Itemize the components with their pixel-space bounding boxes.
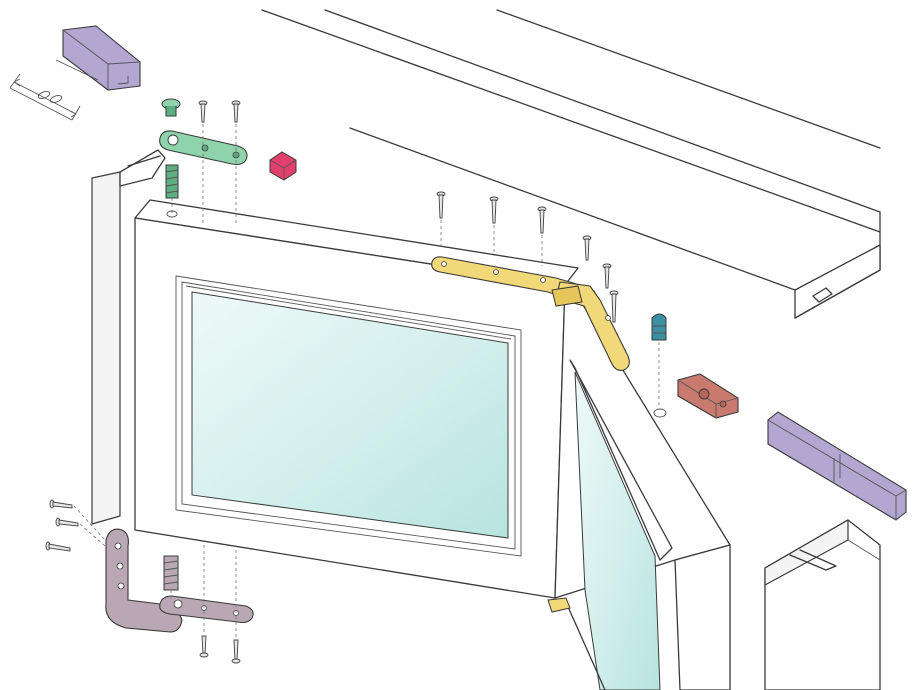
top-assembly-lines: [166, 124, 237, 225]
side-guide-rail: [767, 411, 907, 521]
screw-icon: [231, 639, 241, 664]
screw-icon: [199, 635, 209, 658]
stay-arm-bottom-pivot: [547, 597, 571, 613]
head-frame-timber: [261, 9, 881, 319]
corner-block: [269, 151, 297, 181]
screw-icon: [198, 100, 208, 123]
window-sash: [134, 199, 579, 599]
catch-pin-icon: [651, 313, 667, 408]
bottom-plate-screws: [199, 545, 241, 664]
top-pivot-screws: [198, 100, 241, 123]
screw-icon: [49, 499, 73, 509]
screw-icon: [537, 206, 547, 234]
screw-icon: [582, 235, 592, 261]
friction-shoe: [677, 373, 739, 419]
right-jamb: [764, 519, 881, 690]
screw-icon: [489, 196, 499, 224]
screw-icon: [609, 290, 619, 323]
stay-arm-screws: [436, 191, 619, 323]
top-pivot-plate: [159, 130, 248, 166]
bottom-pivot-spring: [163, 555, 179, 600]
screw-icon: [55, 517, 79, 527]
top-pivot-cap: [161, 98, 181, 117]
top-pivot-pin: [165, 164, 179, 199]
rail-width-dimension: [9, 59, 99, 121]
screw-icon: [436, 191, 446, 219]
sash-glass: [191, 291, 509, 539]
top-guide-rail: [62, 25, 141, 91]
screw-icon: [231, 100, 241, 123]
side-sash: [554, 284, 731, 690]
stay-arm-hinge: [431, 256, 630, 371]
bottom-pivot-screws: [45, 499, 113, 553]
screw-icon: [45, 541, 71, 552]
screw-icon: [602, 263, 612, 289]
left-jamb: [91, 149, 166, 525]
